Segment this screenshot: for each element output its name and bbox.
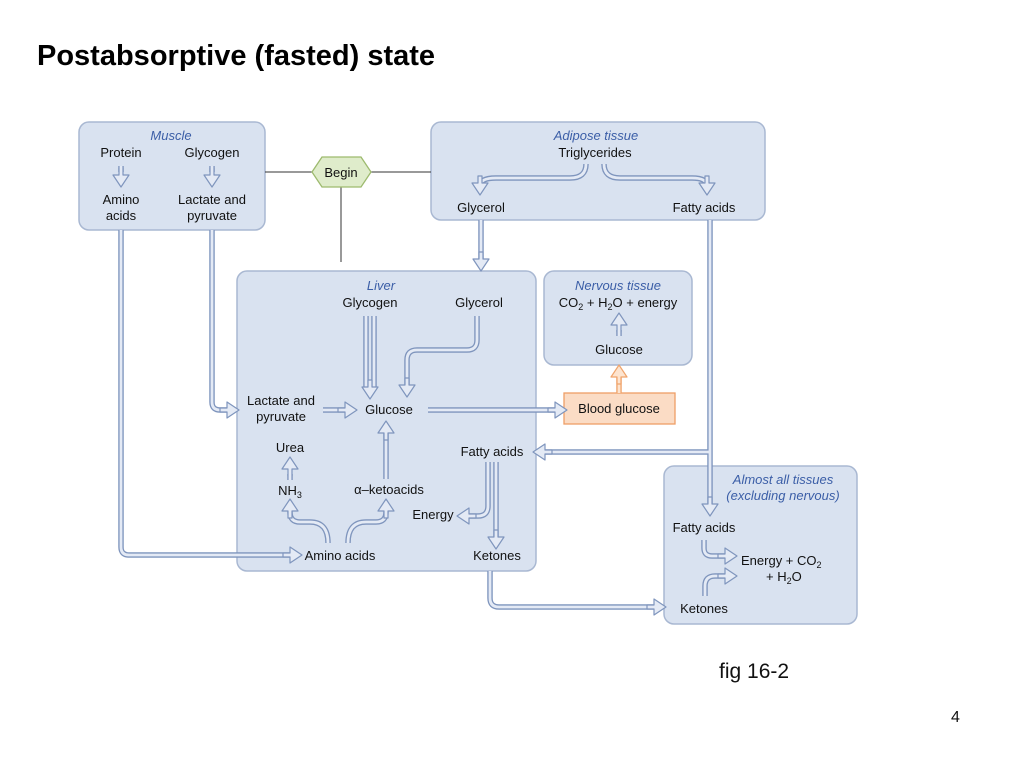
arrow-lactate-to-liver [219,401,240,419]
adipose-glycerol: Glycerol [457,200,505,215]
muscle-box [78,121,266,231]
adipose-triglycerides: Triglycerides [558,145,632,160]
begin-shape [311,156,372,188]
figure-caption: fig 16-2 [719,660,790,683]
liver-lactate-line2: pyruvate [256,409,306,424]
liver-urea: Urea [276,440,305,455]
muscle-amino-line2: acids [106,208,137,223]
muscle-protein: Protein [100,145,141,160]
arrow-ketones-to-tissues [646,598,667,616]
nervous-co2-equation: CO2 + H2O + energy [559,295,678,312]
arrow-glycerol-to-liver [472,251,490,272]
muscle-glycogen: Glycogen [185,145,240,160]
liver-lactate-line1: Lactate and [247,393,315,408]
tissues-fatty-acids: Fatty acids [673,520,736,535]
liver-amino-acids: Amino acids [305,548,376,563]
nervous-glucose: Glucose [595,342,643,357]
adipose-fatty-acids: Fatty acids [673,200,736,215]
muscle-lactate-line1: Lactate and [178,192,246,207]
liver-title: Liver [367,278,396,293]
nervous-title: Nervous tissue [575,278,661,293]
liver-fatty-acids: Fatty acids [461,444,524,459]
tissues-title-line2: (excluding nervous) [726,488,839,503]
muscle-amino-line1: Amino [103,192,140,207]
muscle-title: Muscle [150,128,191,143]
liver-ketoacids: α–ketoacids [354,482,424,497]
liver-glycogen: Glycogen [343,295,398,310]
slide-title: Postabsorptive (fasted) state [37,40,436,72]
liver-nh3: NH3 [278,483,302,500]
adipose-title: Adipose tissue [553,128,639,143]
blood-glucose-label: Blood glucose [578,401,660,416]
begin-label: Begin [324,165,357,180]
tissues-energy-co2: Energy + CO2 [741,553,822,570]
liver-ketones: Ketones [473,548,521,563]
tissues-h2o: + H2O [766,569,802,586]
adipose-box [430,121,766,221]
liver-energy: Energy [412,507,454,522]
page-number: 4 [951,709,960,726]
liver-glycerol: Glycerol [455,295,503,310]
muscle-lactate-line2: pyruvate [187,208,237,223]
liver-glucose: Glucose [365,402,413,417]
tissues-ketones: Ketones [680,601,728,616]
tissues-title-line1: Almost all tissues [732,472,834,487]
